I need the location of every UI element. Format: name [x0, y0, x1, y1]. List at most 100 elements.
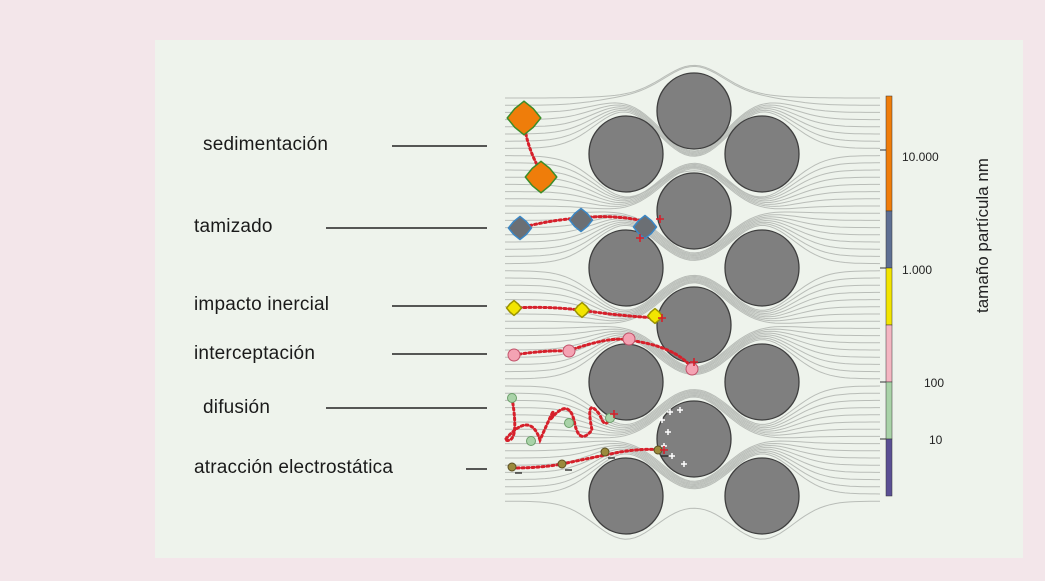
- streamline: [505, 216, 880, 256]
- particle: [646, 307, 664, 325]
- streamline: [505, 279, 880, 318]
- filter-fibers: [588, 72, 800, 535]
- streamlines: [505, 64, 881, 540]
- particle: [524, 160, 558, 194]
- streamline: [505, 396, 880, 439]
- particle-size-scale-bar: [880, 95, 893, 497]
- scale-segment-5: [885, 381, 893, 440]
- streamline: [505, 104, 880, 153]
- fiber-11: [588, 457, 664, 535]
- streamline: [505, 444, 880, 484]
- streamline: [505, 500, 881, 540]
- streamline: [505, 281, 880, 322]
- streamline: [505, 219, 880, 258]
- fiber-4: [656, 172, 732, 250]
- streamline: [505, 221, 880, 259]
- particle: [622, 332, 636, 346]
- positive-charge-mark: [659, 417, 665, 423]
- streamline: [505, 393, 880, 432]
- streamline: [505, 65, 880, 106]
- fiber-5: [588, 229, 664, 307]
- streamline: [505, 442, 880, 483]
- label-electrostatic-attraction: atracción electrostática: [194, 457, 394, 478]
- label-diffusion: difusión: [203, 397, 271, 418]
- positive-charge-mark: [665, 429, 671, 435]
- particle: [605, 413, 615, 423]
- trajectory-path: [512, 337, 694, 370]
- capture-mark: [610, 410, 618, 418]
- streamline: [505, 163, 880, 202]
- streamline: [505, 270, 881, 311]
- particle: [564, 418, 574, 428]
- capture-mark: [690, 358, 698, 366]
- streamline: [505, 165, 880, 205]
- capture-mark: [658, 314, 666, 322]
- scale-segment-4: [885, 324, 893, 383]
- streamline: [505, 448, 880, 487]
- fiber-3: [724, 115, 800, 193]
- fiber-1: [656, 72, 732, 150]
- fiber-9: [724, 343, 800, 421]
- fiber-12: [724, 457, 800, 535]
- streamline: [505, 278, 880, 316]
- particle: [600, 447, 610, 457]
- capture-mark: [636, 234, 644, 242]
- scale-segment-3: [885, 267, 893, 326]
- scale-segment-2: [885, 210, 893, 269]
- streamline: [505, 453, 881, 495]
- streamline: [505, 275, 880, 313]
- label-sedimentation: sedimentación: [203, 134, 329, 155]
- fiber-8: [588, 343, 664, 421]
- size-tick-1000: 1.000: [902, 263, 933, 277]
- streamline: [505, 451, 880, 489]
- particle: [562, 344, 576, 358]
- streamline: [505, 102, 880, 152]
- capture-mark: [660, 446, 668, 454]
- size-tick-10000: 10.000: [902, 150, 939, 164]
- streamline: [505, 111, 881, 157]
- streamline: [505, 391, 880, 429]
- streamline: [505, 282, 880, 324]
- streamline: [505, 109, 880, 156]
- particle: [568, 207, 594, 233]
- streamline: [505, 385, 881, 426]
- streamline: [505, 395, 880, 436]
- positive-charge-mark: [667, 409, 673, 415]
- particle: [557, 459, 567, 469]
- streamline: [505, 223, 880, 260]
- fiber-6: [724, 229, 800, 307]
- streamline: [505, 155, 881, 198]
- streamline: [505, 211, 880, 254]
- streamline: [505, 106, 880, 154]
- streamline: [505, 390, 880, 427]
- particle: [507, 393, 517, 403]
- streamline: [505, 162, 880, 200]
- scale-segment-1: [885, 95, 893, 212]
- particle: [507, 462, 517, 472]
- streamline: [505, 224, 881, 265]
- trajectory-path: [510, 447, 662, 470]
- particle: [526, 436, 536, 446]
- streamline: [505, 440, 880, 482]
- particle: [685, 362, 699, 376]
- streamline: [505, 276, 880, 315]
- particle: [573, 301, 591, 319]
- particle: [506, 100, 542, 136]
- particle: [505, 299, 523, 317]
- streamline: [505, 108, 880, 155]
- particle: [507, 215, 533, 241]
- streamline: [505, 164, 880, 204]
- streamline: [505, 392, 880, 430]
- size-tick-100: 100: [924, 376, 945, 390]
- streamline: [505, 167, 880, 207]
- label-interception: interceptación: [194, 343, 316, 364]
- label-inertial-impaction: impacto inercial: [194, 294, 330, 315]
- streamline: [505, 168, 880, 210]
- streamline: [505, 218, 880, 257]
- label-leader-lines: [326, 145, 487, 470]
- particle: [507, 348, 521, 362]
- streamline: [505, 450, 880, 488]
- fiber-2: [588, 115, 664, 193]
- positive-charge-mark: [677, 407, 683, 413]
